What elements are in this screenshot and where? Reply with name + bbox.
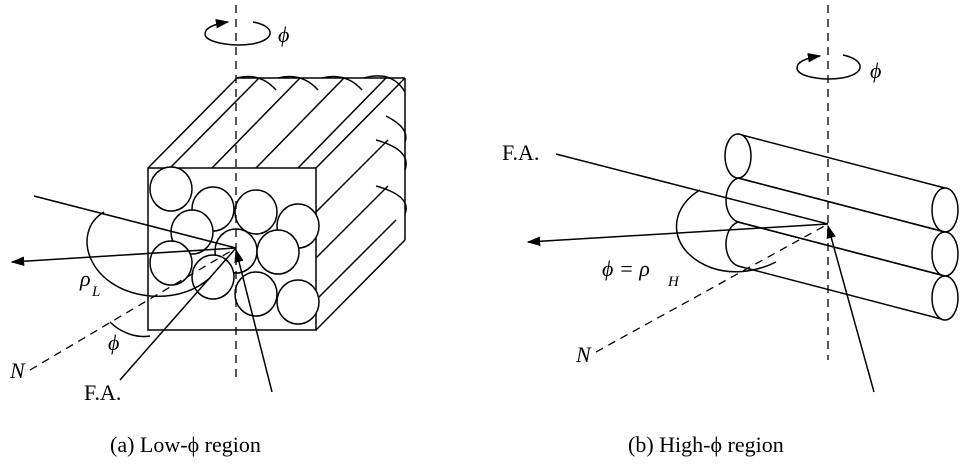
- fiber-axis-line: [555, 153, 829, 225]
- normal-label-a: N: [9, 358, 26, 383]
- panel-b-high-phi: ϕ ϕ = ρ H F.A.: [502, 5, 959, 457]
- fiber-end: [276, 279, 320, 325]
- rotation-phi-label: ϕ: [278, 22, 289, 47]
- fiber-end: [149, 166, 193, 212]
- incident-beam: [33, 195, 237, 249]
- rotation-arrow: [796, 53, 861, 80]
- normal-label-b: N: [575, 342, 592, 367]
- normal-line: [29, 247, 237, 371]
- fiber-end: [234, 189, 278, 235]
- rho-h-arc: [675, 189, 777, 273]
- scattered-beam: [234, 248, 273, 393]
- fiber-cross-sections: [149, 166, 320, 325]
- panel-a-low-phi: ϕ ρ L ϕ N F.A. (a) Low-ϕ region: [9, 5, 407, 457]
- fiber-end: [256, 229, 300, 275]
- rotation-arrow: [204, 19, 271, 46]
- reflected-beam: [10, 247, 237, 266]
- phi-angle-label: ϕ: [108, 330, 119, 355]
- phi-arc: [109, 321, 151, 338]
- phi-rho-h-label: ϕ = ρ: [602, 256, 650, 281]
- fiber-end: [149, 240, 193, 286]
- fiber-cylinders: [724, 133, 959, 321]
- fiber-axis-label-a: F.A.: [84, 380, 121, 405]
- fiber-end: [234, 271, 278, 317]
- fiber-bundle-box: [147, 75, 407, 331]
- phi-rho-h-subscript: H: [667, 274, 680, 290]
- fiber-axis-line: [119, 247, 237, 381]
- scattered-beam: [826, 224, 875, 393]
- fiber-axis-label-b: F.A.: [502, 140, 539, 165]
- reflected-beam: [526, 223, 829, 246]
- fiber-end: [191, 254, 235, 300]
- rho-l-label: ρ: [79, 266, 91, 291]
- rho-l-arc: [86, 211, 211, 298]
- caption-a: (a) Low-ϕ region: [110, 432, 261, 457]
- normal-line: [595, 223, 829, 353]
- caption-b: (b) High-ϕ region: [628, 432, 784, 457]
- rotation-phi-label: ϕ: [870, 58, 881, 83]
- rho-l-subscript: L: [91, 284, 100, 300]
